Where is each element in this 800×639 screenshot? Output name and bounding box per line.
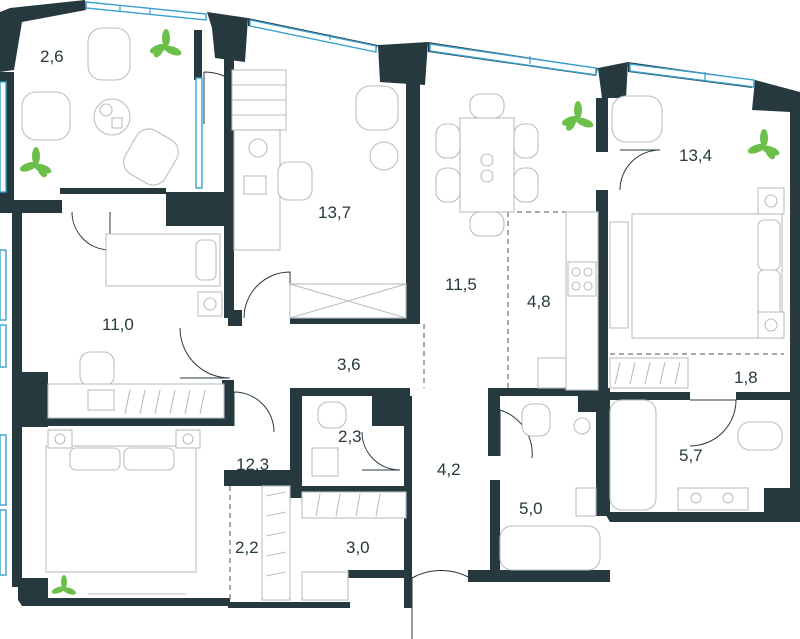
area-label-wardrobe-2: 3,0 — [346, 538, 370, 557]
area-labels: 2,6 13,7 11,5 4,8 13,4 11,0 3,6 2,3 4,2 … — [40, 47, 758, 557]
doors — [71, 71, 737, 639]
area-label-kitchen: 4,8 — [527, 292, 551, 311]
plant-icon — [19, 147, 52, 178]
area-label-bedroom-2: 11,0 — [102, 315, 134, 334]
area-label-study: 13,7 — [318, 203, 351, 222]
plant-icon — [51, 575, 76, 595]
area-label-bedroom-3: 12,3 — [236, 455, 269, 474]
area-label-living-kitchen: 11,5 — [445, 275, 477, 294]
furniture — [21, 27, 785, 601]
area-label-master-bedroom: 13,4 — [679, 146, 712, 165]
area-label-corridor: 4,2 — [437, 460, 461, 479]
area-label-wardrobe-1: 2,2 — [235, 538, 259, 557]
area-label-bathroom-2: 5,7 — [679, 446, 703, 465]
area-label-balcony: 2,6 — [40, 47, 64, 66]
area-label-dressing: 1,8 — [734, 368, 758, 387]
plant-icon — [149, 29, 182, 58]
plant-icon — [561, 101, 594, 131]
area-label-hall: 3,6 — [337, 355, 361, 374]
plant-icon — [747, 129, 780, 160]
area-label-bathroom: 5,0 — [519, 499, 543, 518]
area-label-wc-small: 2,3 — [338, 427, 362, 446]
plants — [19, 29, 780, 595]
windows — [0, 1, 755, 576]
